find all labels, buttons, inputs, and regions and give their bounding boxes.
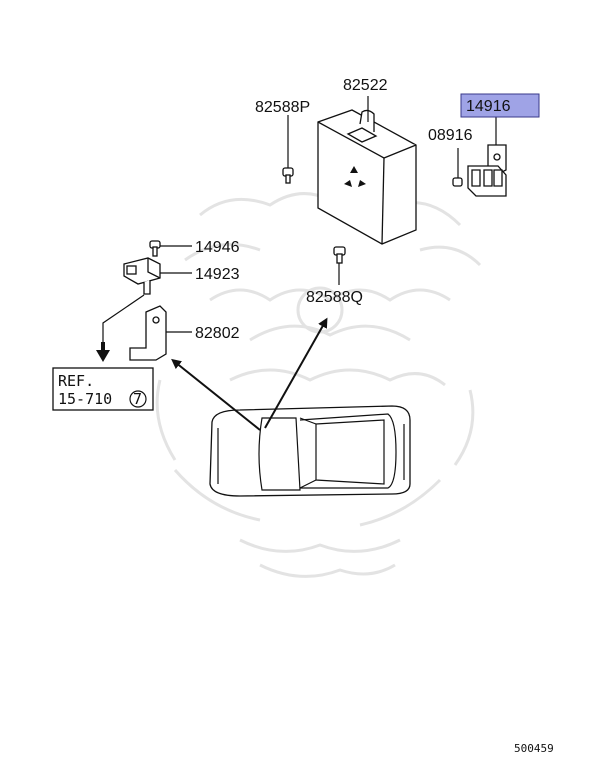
label-14923: 14923 [195,266,240,283]
control-module-82522 [317,109,417,245]
label-14946: 14946 [195,239,240,256]
bolt-82588q [333,246,346,285]
label-82522: 82522 [343,77,388,94]
screw-08916 [452,148,463,187]
bracket-82802 [129,305,192,361]
diagram-code: 500459 [514,742,554,755]
label-82588p: 82588P [255,99,310,116]
vehicle-outline [209,405,411,497]
label-82588q: 82588Q [306,289,363,306]
watermark-emblem [155,192,482,578]
sensor-14923 [123,257,192,295]
label-82802: 82802 [195,325,240,342]
part-highlight-box [460,93,540,118]
label-14916[interactable]: 14916 [466,98,511,115]
reference-leader [96,294,145,362]
reference-box: REF. 15-710 7 [52,367,154,411]
relay-14916 [467,117,507,197]
reference-page: 15-710 [58,390,112,408]
location-arrows [171,317,328,431]
reference-circle-number: 7 [133,390,142,408]
bolt-14946 [149,240,192,257]
reference-label: REF. [58,372,94,390]
label-08916: 08916 [428,127,473,144]
bolt-82588p [282,115,294,184]
